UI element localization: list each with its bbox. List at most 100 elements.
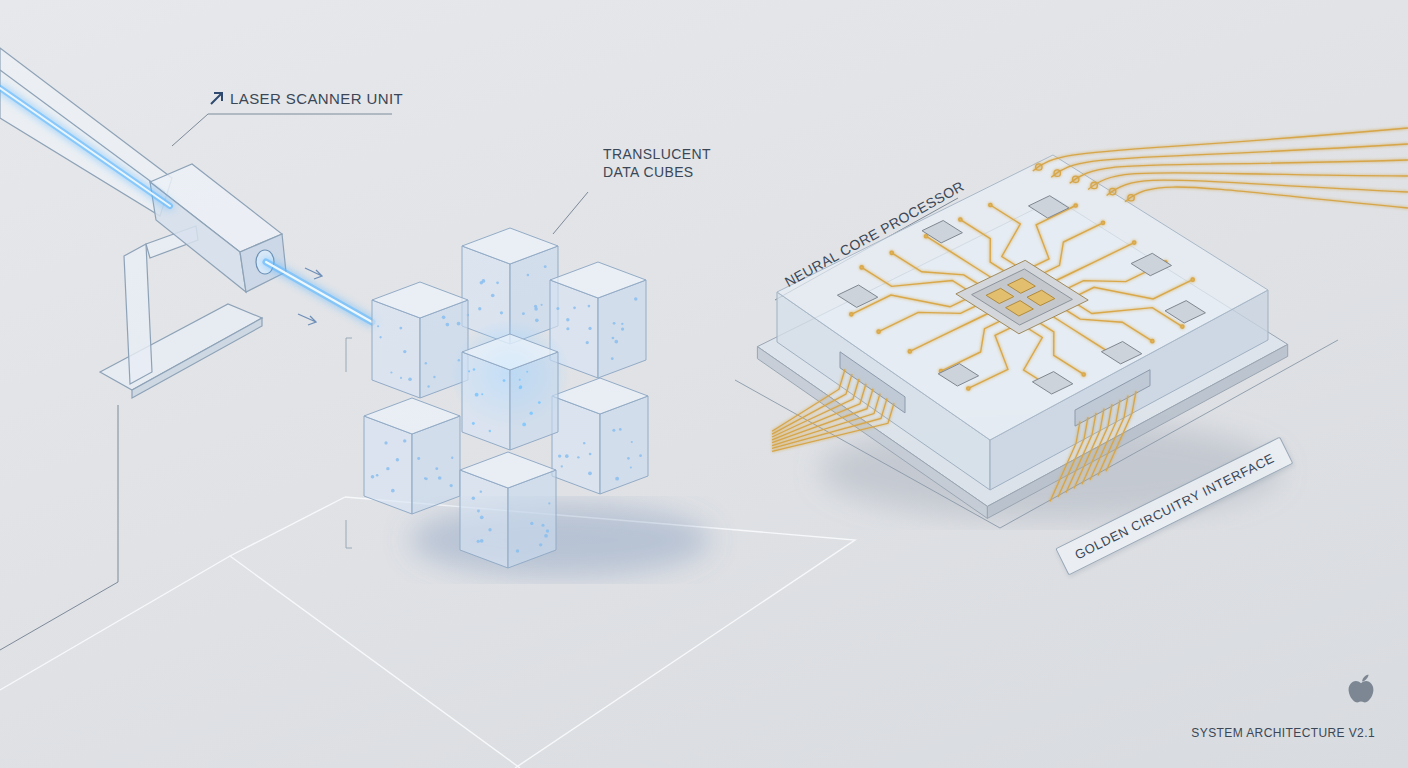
data-dot [611, 357, 614, 360]
trace-pad [989, 203, 992, 206]
callout-label: LASER SCANNER UNIT [230, 90, 403, 109]
leader-line [553, 192, 588, 234]
data-dot [481, 393, 483, 395]
data-dot [519, 385, 522, 388]
data-dot [612, 337, 615, 340]
gold-wire [1125, 187, 1408, 208]
circuit-trace [968, 327, 1011, 388]
data-dot [522, 312, 525, 315]
data-dot [489, 430, 491, 432]
data-dot [386, 467, 389, 470]
circuit-trace [879, 305, 977, 331]
data-dot [529, 411, 532, 414]
trace-pad [959, 218, 962, 221]
wire-coil [1091, 182, 1097, 188]
core-cell [1008, 278, 1036, 293]
data-dot [544, 534, 548, 538]
floor-lines [0, 497, 855, 768]
cube-face [550, 262, 646, 298]
data-dot [621, 323, 623, 325]
small-chip [938, 364, 978, 386]
data-dot [519, 386, 522, 389]
data-dot [408, 377, 412, 381]
data-dot [396, 458, 399, 461]
data-dot [526, 371, 528, 373]
data-dot [450, 484, 453, 487]
gold-wire [772, 374, 852, 434]
data-dot [527, 274, 530, 277]
data-cube [450, 319, 570, 450]
data-dot [577, 456, 579, 458]
gold-wire [1070, 160, 1408, 183]
circuit-trace [910, 313, 989, 351]
core-chip [972, 269, 1073, 325]
neural-chip [757, 155, 1287, 518]
data-dot [399, 327, 402, 330]
connector-strip [1075, 370, 1150, 426]
small-chip [1165, 301, 1205, 323]
data-dot [477, 510, 480, 513]
data-dot [621, 327, 624, 330]
small-chip [1032, 372, 1072, 394]
cube-face [462, 228, 558, 264]
data-dot [438, 476, 442, 480]
data-dot [472, 422, 475, 425]
gold-wire [1051, 144, 1408, 177]
data-dot [391, 489, 395, 493]
data-dot [516, 549, 519, 552]
data-dot [480, 539, 484, 543]
data-dot [565, 454, 569, 458]
data-dot [473, 368, 475, 370]
trace-pad [1074, 204, 1077, 207]
small-chip [837, 285, 877, 307]
circuit-trace [990, 205, 1020, 266]
trace-pad [924, 235, 927, 238]
logo-mark [1349, 675, 1374, 703]
trace-pad [1101, 221, 1104, 224]
data-dot [613, 322, 616, 325]
circuit-trace [892, 253, 979, 285]
trace-pad [890, 251, 893, 254]
data-dot [586, 341, 589, 344]
trace-pad [1133, 241, 1136, 244]
circuit-trace [1065, 310, 1152, 342]
gold-wires [772, 128, 1408, 501]
small-chip [922, 221, 962, 243]
data-dot [379, 336, 381, 338]
circuit-trace [941, 321, 1001, 372]
gold-wire [1066, 413, 1096, 493]
beam-arrows [298, 268, 322, 325]
cube-shadow [410, 504, 710, 576]
data-cube [460, 452, 556, 568]
data-cube [364, 398, 460, 514]
chip-top [777, 155, 1268, 440]
circuit-trace [1077, 304, 1183, 327]
data-dot [403, 439, 406, 442]
data-dot [480, 515, 484, 519]
circuit-trace [1039, 322, 1084, 374]
data-dot [433, 376, 435, 378]
data-dot [619, 428, 622, 431]
circuit-trace [926, 236, 992, 278]
data-dot [522, 423, 526, 427]
trace-pad [908, 350, 911, 353]
data-dot [544, 265, 547, 268]
core-cell [1006, 301, 1034, 316]
data-dot [631, 441, 633, 443]
data-dot [588, 305, 591, 308]
data-dot [615, 477, 619, 481]
data-dot [403, 350, 406, 353]
data-dot [503, 379, 506, 382]
data-dot [482, 279, 486, 283]
core-cell [1027, 290, 1055, 305]
trace-pad [860, 266, 863, 269]
data-dot [376, 474, 379, 477]
data-dot [457, 322, 461, 326]
gold-wire [1106, 391, 1136, 471]
bracket-marks [346, 338, 352, 548]
data-dot [480, 490, 482, 492]
frame-line [0, 405, 118, 650]
trace-pad [1082, 373, 1085, 376]
arrow-icon [211, 93, 222, 104]
